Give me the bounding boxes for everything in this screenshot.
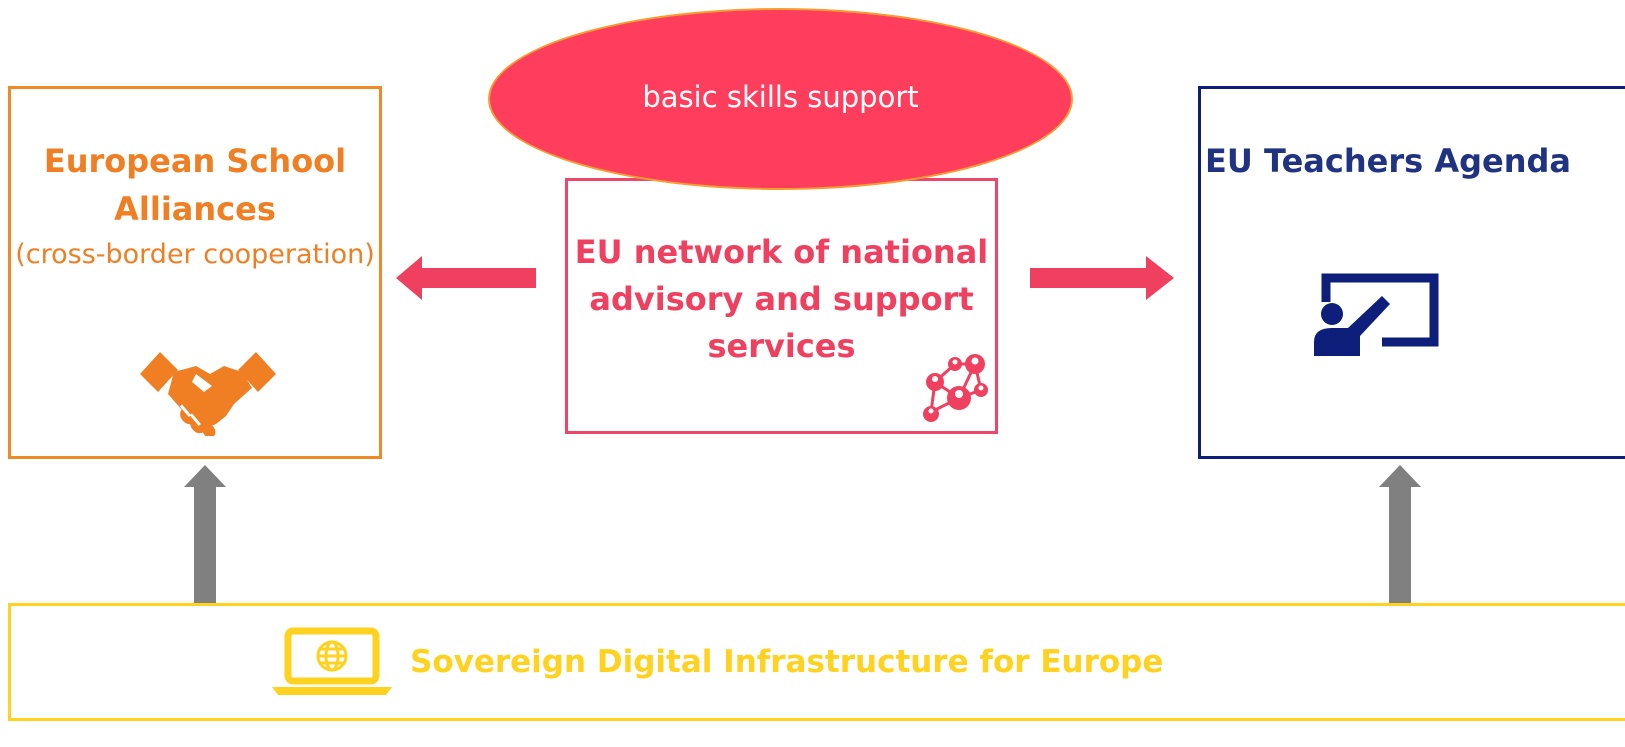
arrow-left-to-alliances bbox=[396, 256, 536, 300]
eu-teachers-agenda-box bbox=[1198, 86, 1625, 459]
basic-skills-ellipse bbox=[488, 8, 1073, 190]
eu-network-title: EU network of national advisory and supp… bbox=[574, 233, 989, 365]
network-people-icon bbox=[923, 354, 988, 422]
teacher-board-icon bbox=[1314, 273, 1439, 356]
digital-infrastructure-label: Sovereign Digital Infrastructure for Eur… bbox=[410, 644, 1164, 680]
arrow-up-to-alliances bbox=[184, 465, 226, 607]
laptop-globe-icon bbox=[272, 627, 392, 695]
arrow-right-to-teachers bbox=[1030, 256, 1174, 300]
european-school-alliances-subtitle: (cross-border cooperation) bbox=[15, 239, 375, 270]
eu-teachers-agenda-title: EU Teachers Agenda bbox=[1205, 142, 1571, 180]
basic-skills-label: basic skills support bbox=[642, 80, 919, 114]
digital-infrastructure-bar bbox=[8, 603, 1625, 721]
arrow-up-to-teachers bbox=[1379, 465, 1421, 607]
european-school-alliances-title: European School Alliances bbox=[43, 142, 347, 228]
handshake-icon bbox=[140, 352, 276, 436]
